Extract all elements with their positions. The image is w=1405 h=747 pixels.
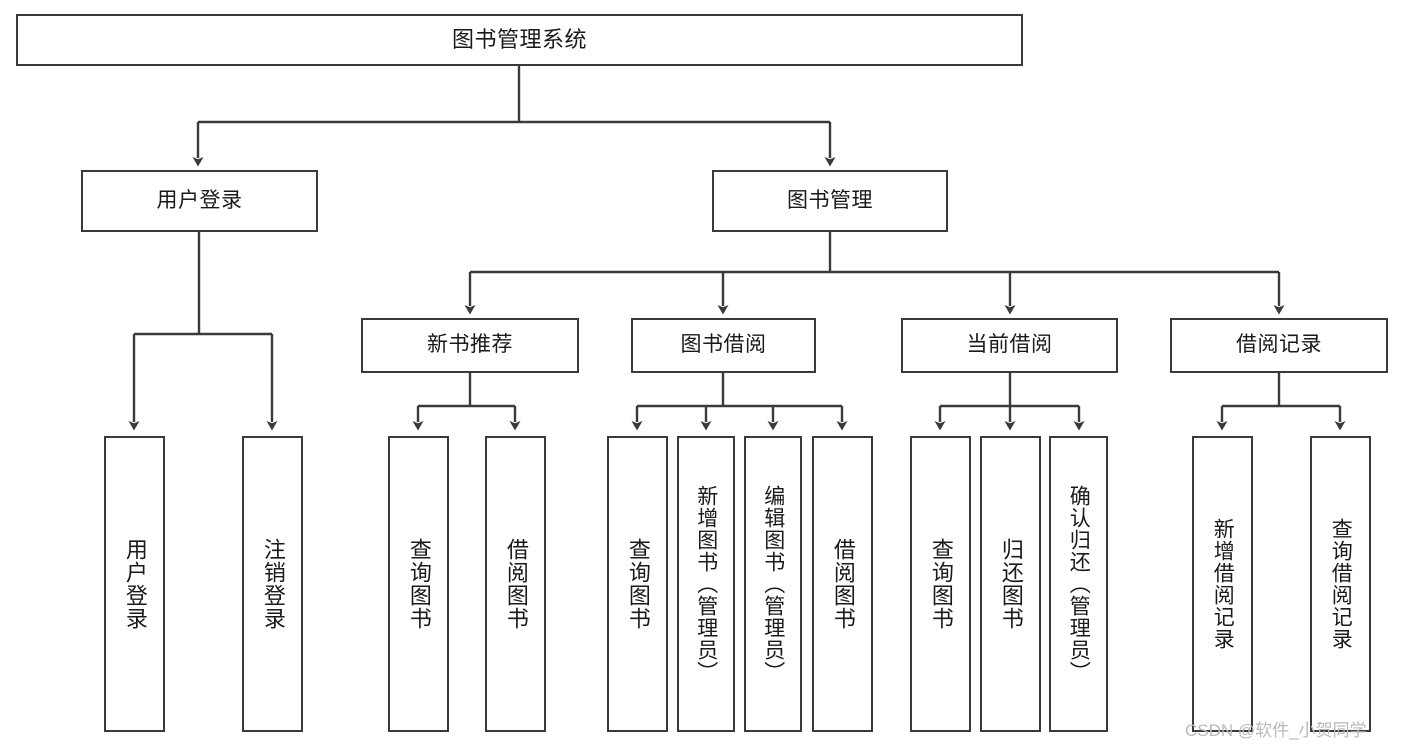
node-label: 图书借阅 — [680, 333, 767, 357]
node-label: 注销登录 — [260, 538, 286, 630]
csdn-watermark: CSDN @软件_小贺同学 — [1185, 721, 1367, 740]
node-label: 查询图书 — [406, 538, 432, 630]
node-user-login[interactable]: 用户登录 — [81, 170, 318, 232]
node-label: 查询借阅记录 — [1329, 518, 1353, 650]
node-label: 确认归还（管理员） — [1067, 485, 1091, 683]
node-borrow-record[interactable]: 借阅记录 — [1170, 318, 1388, 373]
node-book-management[interactable]: 图书管理 — [712, 170, 948, 232]
leaf-query-book-recommend[interactable]: 查询图书 — [388, 436, 449, 732]
node-label: 新增图书（管理员） — [694, 485, 718, 683]
node-new-book-recommend[interactable]: 新书推荐 — [361, 318, 579, 373]
node-root-book-management-system[interactable]: 图书管理系统 — [16, 14, 1023, 66]
node-label: 图书管理 — [787, 188, 873, 212]
leaf-borrow-book[interactable]: 借阅图书 — [812, 436, 873, 732]
node-label: 用户登录 — [122, 538, 148, 630]
node-label: 借阅图书 — [503, 538, 529, 630]
leaf-query-borrow-record[interactable]: 查询借阅记录 — [1310, 436, 1371, 732]
leaf-logout-login[interactable]: 注销登录 — [242, 436, 303, 732]
node-label: 归还图书 — [998, 538, 1024, 630]
node-label: 图书管理系统 — [451, 27, 587, 53]
node-label: 查询图书 — [928, 538, 954, 630]
node-label: 新书推荐 — [427, 333, 513, 357]
leaf-borrow-book-recommend[interactable]: 借阅图书 — [485, 436, 546, 732]
leaf-return-book[interactable]: 归还图书 — [980, 436, 1041, 732]
leaf-user-login[interactable]: 用户登录 — [104, 436, 165, 732]
leaf-query-book-borrow[interactable]: 查询图书 — [607, 436, 668, 732]
leaf-add-borrow-record[interactable]: 新增借阅记录 — [1192, 436, 1253, 732]
node-book-borrow[interactable]: 图书借阅 — [631, 318, 816, 373]
node-label: 编辑图书（管理员） — [761, 485, 785, 683]
node-label: 借阅图书 — [830, 538, 856, 630]
leaf-edit-book-admin[interactable]: 编辑图书（管理员） — [744, 436, 802, 732]
leaf-confirm-return-admin[interactable]: 确认归还（管理员） — [1049, 436, 1108, 732]
node-label: 用户登录 — [156, 188, 243, 212]
leaf-add-book-admin[interactable]: 新增图书（管理员） — [677, 436, 735, 732]
node-label: 查询图书 — [625, 538, 651, 630]
node-label: 借阅记录 — [1236, 333, 1322, 357]
leaf-query-book-current[interactable]: 查询图书 — [910, 436, 971, 732]
node-label: 新增借阅记录 — [1211, 518, 1235, 650]
node-label: 当前借阅 — [966, 333, 1053, 357]
node-current-borrow[interactable]: 当前借阅 — [901, 318, 1118, 373]
